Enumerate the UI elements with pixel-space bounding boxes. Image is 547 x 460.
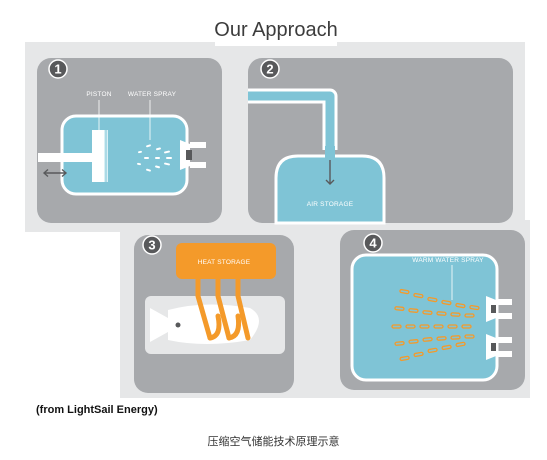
- panel-3-badge: [142, 235, 162, 255]
- panel-4-number: 4: [369, 236, 377, 251]
- warm-water-spray-label: WARM WATER SPRAY: [412, 257, 484, 264]
- expansion-tank: [350, 253, 499, 382]
- water-spray-droplets: [137, 144, 172, 172]
- down-arrow-icon: [325, 160, 335, 185]
- piston-rod: [38, 153, 100, 162]
- panel-1: 1: [37, 58, 222, 223]
- spray-nozzle-icon: [180, 140, 206, 170]
- warm-spray-nozzles-icon: [486, 296, 512, 360]
- title: Our Approach: [214, 19, 337, 41]
- panel-2-number: 2: [266, 62, 273, 77]
- water-spray-label: WATER SPRAY: [128, 91, 177, 98]
- panel-1-badge: [48, 59, 68, 79]
- panel-2-badge: [260, 59, 280, 79]
- heat-storage-label: HEAT STORAGE: [198, 259, 251, 266]
- title-box: [215, 10, 337, 46]
- panel-2: 2 AIR STORAGE: [248, 58, 513, 225]
- heat-exchange-coils: [195, 276, 251, 341]
- panel-1-number: 1: [54, 62, 61, 77]
- air-storage-label: AIR STORAGE: [307, 201, 354, 208]
- air-storage-tank: [274, 154, 386, 225]
- piston-head: [92, 130, 104, 182]
- panel-4-badge: [363, 233, 383, 253]
- warm-water-droplets: [391, 288, 480, 362]
- panel-3: 3 HEAT STORAGE: [134, 235, 294, 393]
- figure-caption: 压缩空气储能技术原理示意: [207, 435, 340, 448]
- heat-storage-tank: [176, 243, 276, 279]
- source-credit: (from LightSail Energy): [36, 404, 158, 416]
- piston-label: PISTON: [86, 91, 111, 98]
- double-arrow-icon: [42, 168, 68, 178]
- panel-4: 4: [340, 230, 525, 390]
- air-pipe: [248, 91, 335, 150]
- panel-3-number: 3: [148, 238, 155, 253]
